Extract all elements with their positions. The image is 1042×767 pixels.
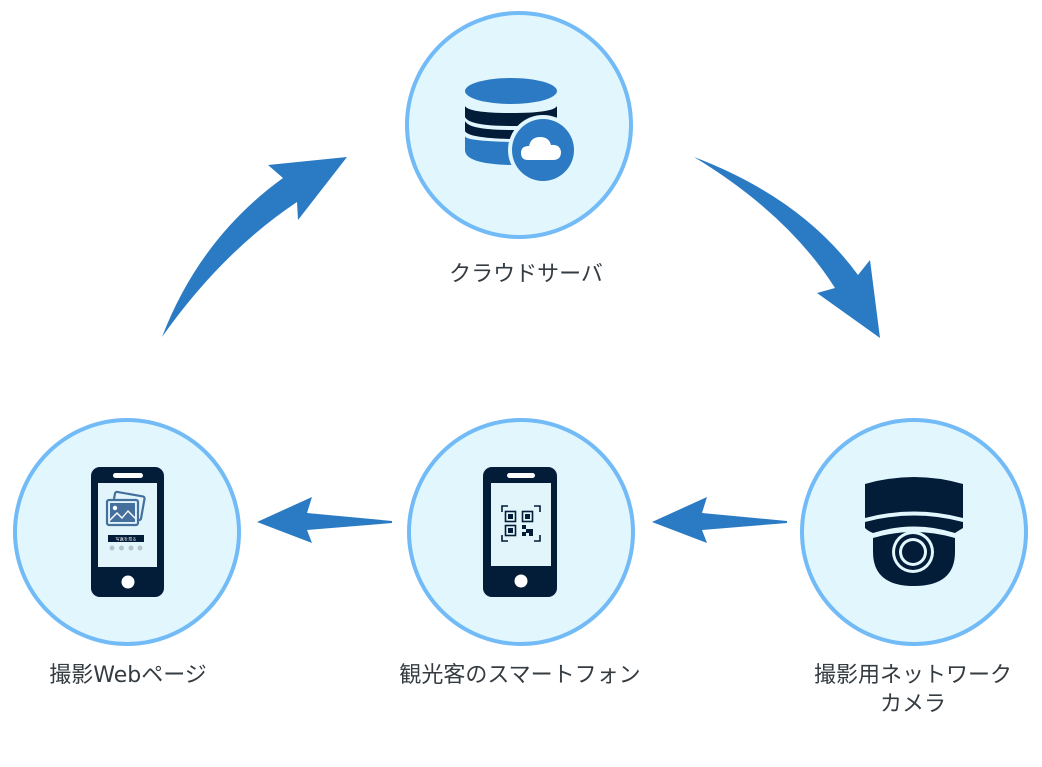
view-photos-label: 写真を見る [116, 536, 137, 543]
qr-code-icon [501, 505, 541, 542]
pagination-dots [109, 545, 143, 551]
database-cloud-icon [465, 78, 578, 185]
cloud-icon [521, 137, 561, 160]
node-tourist-smartphone [407, 418, 635, 646]
label-cloud-server: クラウドサーバ [376, 260, 676, 289]
arrow-phone-to-web [257, 497, 392, 543]
speaker-slot [113, 473, 143, 478]
smartphone-qr-icon [483, 467, 557, 597]
phone-screen [491, 483, 551, 566]
view-photos-button [108, 535, 144, 542]
node-cloud-server [405, 11, 633, 239]
arrow-cloud-to-camera [694, 157, 880, 338]
photo-gallery-icon [105, 490, 146, 527]
label-line-1: 撮影用ネットワーク [813, 663, 1012, 688]
arrow-camera-to-phone [652, 497, 787, 543]
home-button [121, 575, 135, 589]
label-text: 撮影Webページ [49, 663, 207, 688]
label-line-2: カメラ [879, 692, 946, 717]
label-photo-web-page: 撮影Webページ [0, 661, 278, 690]
node-network-camera [800, 418, 1028, 646]
arrow-web-to-cloud [162, 157, 347, 337]
label-text: クラウドサーバ [449, 262, 603, 287]
dome-camera-icon [865, 477, 963, 586]
home-button [514, 574, 528, 588]
node-photo-web-page: 写真を見る [13, 418, 241, 646]
label-network-camera: 撮影用ネットワーク カメラ [763, 661, 1042, 719]
speaker-slot [507, 473, 535, 478]
smartphone-photo-gallery-icon: 写真を見る [91, 467, 164, 597]
lens-icon [902, 541, 924, 563]
label-tourist-smartphone: 観光客のスマートフォン [370, 661, 670, 690]
qr-modules [508, 514, 533, 536]
label-text: 観光客のスマートフォン [399, 663, 641, 688]
